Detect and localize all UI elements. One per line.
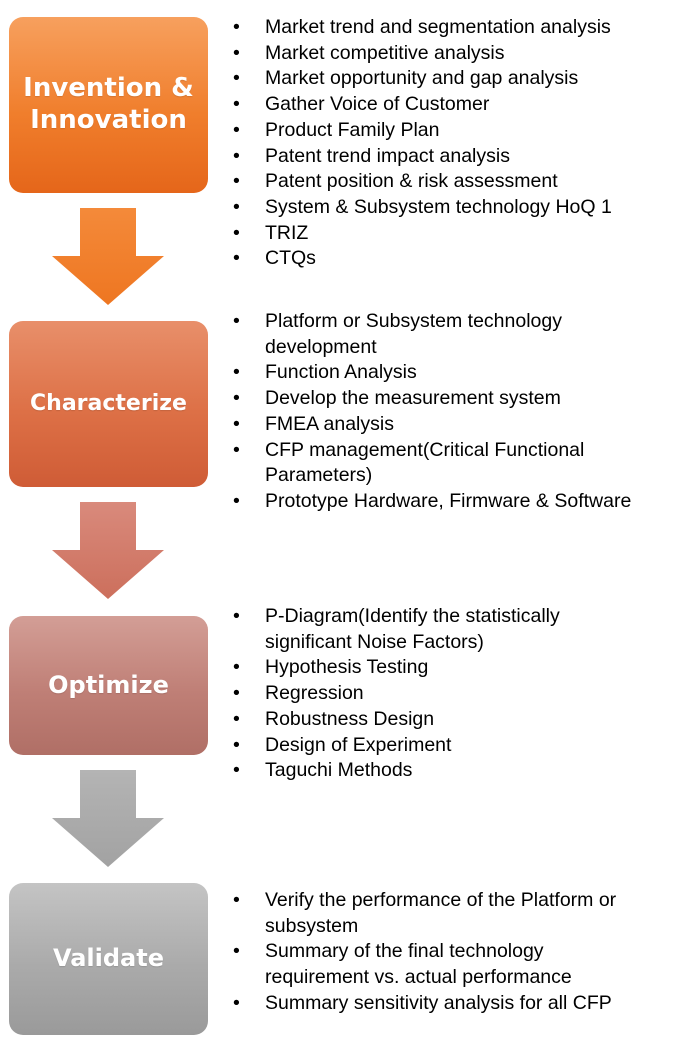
list-item-text: TRIZ xyxy=(265,221,309,244)
list-item-text: Hypothesis Testing xyxy=(265,656,429,679)
list-item: • FMEA analysis xyxy=(230,412,676,438)
list-item: • Robustness Design xyxy=(230,707,676,733)
list-item: • Summary sensitivity analysis for all CF… xyxy=(230,991,676,1017)
list-item: • P-Diagram(Identify the statistically si… xyxy=(230,604,676,655)
list-item-text: Gather Voice of Customer xyxy=(265,93,490,116)
bullet-icon: • xyxy=(233,41,240,64)
list-item: • Summary of the final technology require… xyxy=(230,939,676,990)
list-item-text: Verify the performance of the Platform o… xyxy=(265,889,617,937)
stage-title: Invention & Innovation xyxy=(23,73,194,135)
bullet-icon: • xyxy=(233,93,240,116)
bullet-icon: • xyxy=(233,889,240,911)
list-item: • Market opportunity and gap analysis xyxy=(230,66,676,92)
list-item: • CTQs xyxy=(230,246,676,272)
list-item-text: FMEA analysis xyxy=(265,412,394,435)
list-item: • Market competitive analysis xyxy=(230,41,676,67)
bullet-icon: • xyxy=(233,656,240,679)
stage-1-bullet-list: •Market trend and segmentation analysis•… xyxy=(230,15,676,272)
bullet-icon: • xyxy=(233,387,240,410)
bullet-icon: • xyxy=(233,489,240,512)
list-item: • Platform or Subsystem technology develo… xyxy=(230,309,676,360)
bullet-icon: • xyxy=(233,412,240,435)
list-item-text: Product Family Plan xyxy=(265,118,440,141)
list-item-text: Market opportunity and gap analysis xyxy=(265,67,579,90)
list-item-text: Prototype Hardware, Firmware & Software xyxy=(265,489,632,512)
list-item: • Hypothesis Testing xyxy=(230,655,676,681)
list-item: • Product Family Plan xyxy=(230,118,676,144)
list-item-text: Develop the measurement system xyxy=(265,387,561,410)
list-item-text: Market competitive analysis xyxy=(265,41,505,64)
list-item-text: CFP management(Critical Functional Param… xyxy=(265,438,585,487)
bullet-icon: • xyxy=(233,16,240,38)
bullet-icon: • xyxy=(233,940,240,963)
list-item-text: Design of Experiment xyxy=(265,733,452,756)
bullet-icon: • xyxy=(233,361,240,384)
bullet-icon: • xyxy=(233,991,240,1014)
stage-validate-box: Validate xyxy=(9,883,208,1035)
stage-title: Optimize xyxy=(48,670,169,699)
list-item: • Design of Experiment xyxy=(230,733,676,759)
list-item-text: Function Analysis xyxy=(265,361,417,384)
list-item: • TRIZ xyxy=(230,221,676,247)
bullet-icon: • xyxy=(233,682,240,705)
list-item-text: Platform or Subsystem technology develop… xyxy=(265,310,562,358)
list-item: • CFP management(Critical Functional Para… xyxy=(230,438,676,489)
bullet-icon: • xyxy=(233,67,240,90)
list-item: • Verify the performance of the Platform … xyxy=(230,888,676,939)
bullet-icon: • xyxy=(233,605,240,627)
list-item: • Patent position & risk assessment xyxy=(230,169,676,195)
list-item-text: CTQs xyxy=(265,247,316,270)
stage-2-bullet-list: • Platform or Subsystem technology develo… xyxy=(230,309,676,515)
list-item-text: Summary of the final technology requirem… xyxy=(265,940,572,989)
stage-3-bullet-list: • P-Diagram(Identify the statistically si… xyxy=(230,604,676,784)
list-item: • Market trend and segmentation analysis xyxy=(230,15,676,41)
bullet-icon: • xyxy=(233,118,240,141)
bullet-icon: • xyxy=(233,170,240,193)
list-item-text: Patent position & risk assessment xyxy=(265,170,558,193)
list-item-text: Regression xyxy=(265,682,364,705)
stage-characterize-box: Characterize xyxy=(9,321,208,487)
list-item: • Regression xyxy=(230,681,676,707)
down-arrow-icon xyxy=(52,208,164,305)
list-item: • Taguchi Methods xyxy=(230,758,676,784)
list-item: • Prototype Hardware, Firmware & Software xyxy=(230,489,676,515)
bullet-icon: • xyxy=(233,144,240,167)
bullet-icon: • xyxy=(233,310,240,332)
list-item: • Function Analysis xyxy=(230,360,676,386)
list-item: • System & Subsystem technology HoQ 1 xyxy=(230,195,676,221)
stage-title: Validate xyxy=(52,944,165,973)
list-item-text: P-Diagram(Identify the statistically sig… xyxy=(265,605,560,653)
list-item: • Gather Voice of Customer xyxy=(230,92,676,118)
list-item-text: Summary sensitivity analysis for all CFP xyxy=(265,991,612,1014)
list-item: • Develop the measurement system xyxy=(230,386,676,412)
bullet-icon: • xyxy=(233,759,240,782)
bullet-icon: • xyxy=(233,195,240,218)
bullet-icon: • xyxy=(233,733,240,756)
stage-title: Characterize xyxy=(30,390,187,416)
list-item-text: Robustness Design xyxy=(265,707,435,730)
bullet-icon: • xyxy=(233,438,240,461)
bullet-icon: • xyxy=(233,247,240,270)
bullet-icon: • xyxy=(233,707,240,730)
stage-4-bullet-list: • Verify the performance of the Platform … xyxy=(230,888,676,1017)
list-item-text: Market trend and segmentation analysis xyxy=(265,16,611,38)
list-item: • Patent trend impact analysis xyxy=(230,144,676,170)
stage-optimize-box: Optimize xyxy=(9,616,208,755)
list-item-text: Taguchi Methods xyxy=(265,759,413,782)
down-arrow-icon xyxy=(52,502,164,599)
list-item-text: Patent trend impact analysis xyxy=(265,144,510,167)
bullet-icon: • xyxy=(233,221,240,244)
stage-invention-innovation-box: Invention & Innovation xyxy=(9,17,208,193)
list-item-text: System & Subsystem technology HoQ 1 xyxy=(265,195,612,218)
down-arrow-icon xyxy=(52,770,164,867)
